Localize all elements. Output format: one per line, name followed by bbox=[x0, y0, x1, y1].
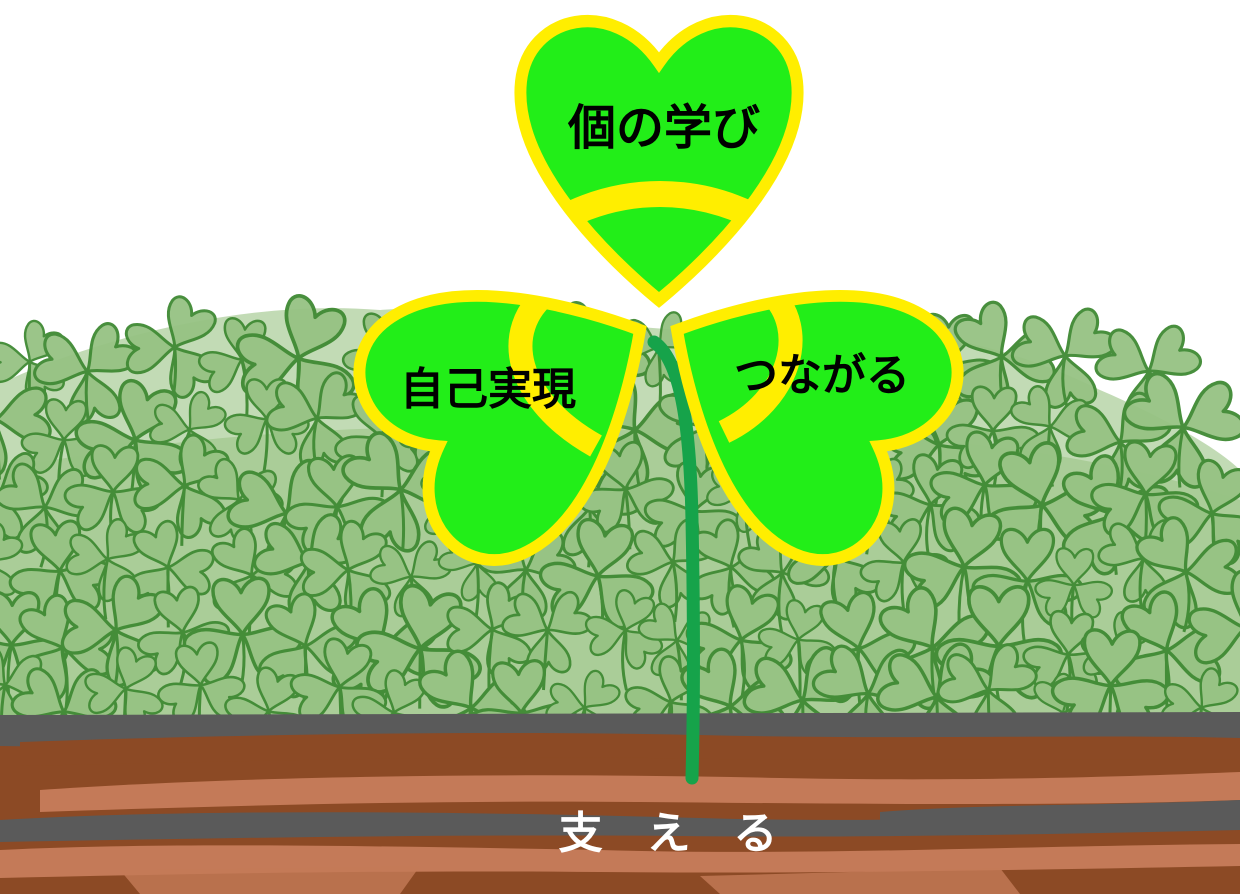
leaf-left-label: 自己実現 bbox=[400, 364, 576, 415]
meadow-clover-stem bbox=[542, 629, 549, 691]
meadow-clover-stem bbox=[1182, 571, 1191, 633]
meadow-clover-stem bbox=[102, 558, 109, 620]
meadow-clover-stem bbox=[1177, 427, 1185, 488]
meadow-clover-stem bbox=[180, 485, 186, 546]
leaf-right: つながる bbox=[609, 213, 981, 584]
leaf-left: 自己実現 bbox=[336, 213, 708, 584]
meadow-clover-stem bbox=[487, 629, 494, 690]
leaf-top-label: 個の学び bbox=[567, 100, 760, 156]
leaf-top: 個の学び bbox=[520, 21, 800, 300]
soil-ground bbox=[0, 712, 1240, 894]
clover-stem bbox=[647, 335, 700, 785]
meadow-clover-stem bbox=[796, 639, 802, 700]
meadow-clover-stem bbox=[671, 561, 679, 623]
leaf-right-label: つながる bbox=[734, 350, 910, 401]
ground-label: 支える bbox=[559, 808, 822, 859]
meadow-clover-stem bbox=[621, 629, 628, 691]
meadow-clover-stem bbox=[399, 489, 406, 550]
